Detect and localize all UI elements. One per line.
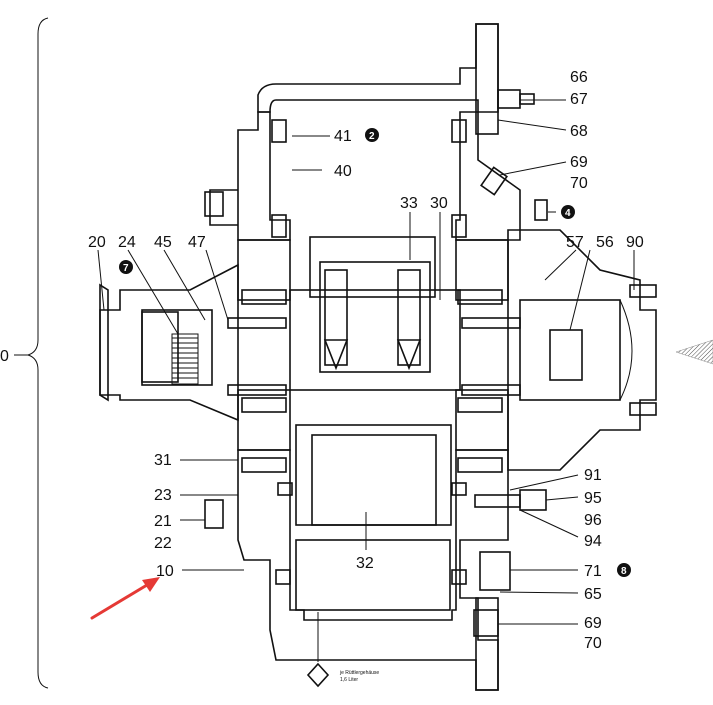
svg-text:4: 4 bbox=[565, 208, 571, 219]
bolts bbox=[204, 89, 657, 637]
callout-65: 65 bbox=[584, 586, 602, 603]
svg-text:2: 2 bbox=[369, 131, 375, 142]
callout-66: 66 bbox=[570, 69, 588, 86]
callout-23: 23 bbox=[154, 487, 172, 504]
svg-text:7: 7 bbox=[123, 263, 129, 274]
callout-56: 56 bbox=[596, 234, 614, 251]
oil-note-line1: je Rüttlergehäuse bbox=[339, 670, 379, 676]
callout-69-top: 69 bbox=[570, 154, 588, 171]
callout-91: 91 bbox=[584, 467, 602, 484]
callout-94: 94 bbox=[584, 533, 602, 550]
oil-fill-note: je Rüttlergehäuse 1,6 Liter bbox=[306, 662, 379, 688]
callout-70-top: 70 bbox=[570, 175, 588, 192]
callout-10: 10 bbox=[156, 563, 174, 580]
callout-32: 32 bbox=[356, 555, 374, 572]
callout-0: 0 bbox=[0, 348, 9, 365]
callout-47: 47 bbox=[188, 234, 206, 251]
callout-70-bottom: 70 bbox=[584, 635, 602, 652]
callout-20: 20 bbox=[88, 234, 106, 251]
eccentric-weight-upper bbox=[319, 261, 431, 373]
callout-69-bottom: 69 bbox=[584, 615, 602, 632]
direction-arrow-icon bbox=[675, 339, 713, 365]
callout-40: 40 bbox=[334, 163, 352, 180]
coupling-spring bbox=[171, 333, 199, 385]
callout-45: 45 bbox=[154, 234, 172, 251]
leader-lines bbox=[97, 99, 635, 662]
callout-labels: 66 67 68 69 70 41 40 33 30 20 24 45 47 5… bbox=[88, 69, 644, 652]
eccentric-weight-lower bbox=[295, 424, 452, 526]
callout-30: 30 bbox=[430, 195, 448, 212]
callout-57: 57 bbox=[566, 234, 584, 251]
red-pointer-arrow bbox=[90, 577, 160, 620]
note-marker-8: 8 bbox=[617, 563, 631, 577]
callout-71: 71 bbox=[584, 563, 602, 580]
assembly-brace bbox=[26, 17, 49, 689]
callout-33: 33 bbox=[400, 195, 418, 212]
note-marker-4: 4 bbox=[561, 205, 575, 219]
callout-90: 90 bbox=[626, 234, 644, 251]
callout-95: 95 bbox=[584, 490, 602, 507]
housing bbox=[99, 23, 657, 691]
note-markers: 2 4 7 8 bbox=[119, 128, 631, 577]
note-marker-7: 7 bbox=[119, 260, 133, 274]
callout-96: 96 bbox=[584, 512, 602, 529]
callout-22: 22 bbox=[154, 535, 172, 552]
note-marker-2: 2 bbox=[365, 128, 379, 142]
callout-31: 31 bbox=[154, 452, 172, 469]
callout-21: 21 bbox=[154, 513, 172, 530]
callout-24: 24 bbox=[118, 234, 136, 251]
callout-68: 68 bbox=[570, 123, 588, 140]
callout-41: 41 bbox=[334, 128, 352, 145]
svg-text:8: 8 bbox=[621, 566, 627, 577]
callout-67: 67 bbox=[570, 91, 588, 108]
oil-note-line2: 1,6 Liter bbox=[340, 677, 358, 683]
